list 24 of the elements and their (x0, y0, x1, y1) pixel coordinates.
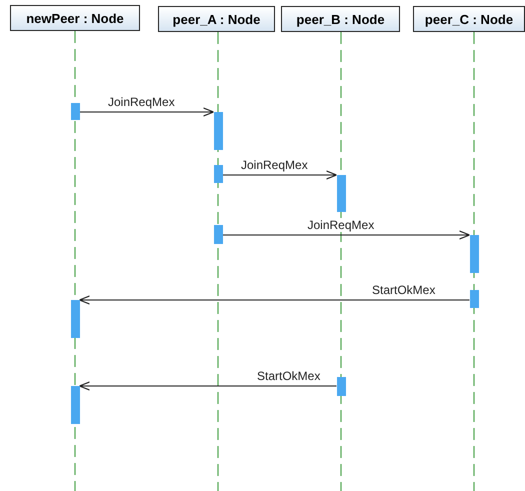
activation-bar (214, 165, 222, 183)
edge-label: JoinReqMex (240, 158, 309, 172)
message-arrow (78, 381, 337, 391)
message-arrow (79, 107, 214, 117)
message-arrow (222, 170, 338, 180)
participant-box: peer_A : Node (158, 6, 275, 32)
participant-box: peer_B : Node (281, 6, 400, 32)
activation-bar (336, 377, 346, 396)
activation-bar (214, 112, 222, 150)
edge-label: StartOkMex (256, 369, 322, 383)
edge-label: StartOkMex (371, 283, 436, 297)
message-arrow (78, 295, 470, 305)
participant-box: newPeer : Node (10, 5, 140, 31)
activation-bar (214, 225, 222, 244)
activation-bar (70, 103, 80, 120)
edge-label: JoinReqMex (107, 95, 176, 109)
participant-box: peer_C : Node (413, 6, 525, 32)
activation-bar (470, 235, 478, 273)
activation-bar (470, 290, 478, 308)
activation-bar (70, 386, 80, 424)
activation-bar (336, 175, 346, 212)
edge-label: JoinReqMex (306, 218, 376, 232)
message-arrow (222, 230, 470, 240)
activation-bar (70, 300, 80, 338)
